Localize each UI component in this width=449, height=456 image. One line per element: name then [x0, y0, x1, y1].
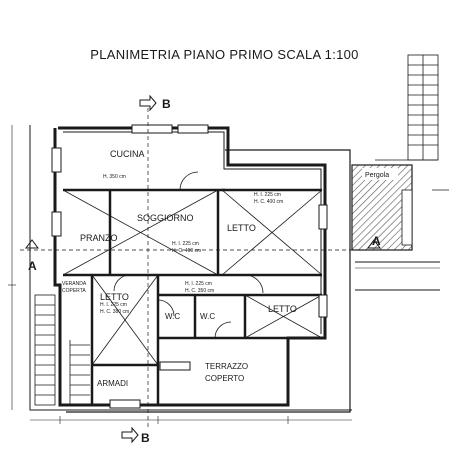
height-label-letto-2a: H. I. 225 cm [100, 302, 127, 308]
height-label-cucina: H. 350 cm [103, 174, 126, 180]
room-label-soggiorno: SOGGIORNO [137, 213, 194, 223]
section-lines [20, 108, 370, 430]
ceiling-cross-marks [62, 189, 323, 366]
plan-title: PLANIMETRIA PIANO PRIMO SCALA 1:100 [90, 47, 359, 62]
room-label-veranda-2: COPERTA [62, 288, 86, 294]
room-label-terrazzo-2: COPERTO [205, 374, 244, 383]
room-label-pranzo: PRANZO [80, 233, 118, 243]
room-label-armadi: ARMADI [97, 379, 128, 388]
height-label-letto-1a: H. I. 225 cm [254, 192, 281, 198]
section-mark-b-top: B [162, 97, 171, 111]
room-label-pergola: Pergola [365, 172, 389, 179]
height-label-soggiorno-2: H. C. 400 cm [172, 248, 201, 254]
room-label-letto-3: LETTO [268, 304, 297, 314]
room-label-terrazzo-1: TERRAZZO [205, 362, 248, 371]
room-label-wc-1: W.C [165, 312, 180, 321]
section-arrows [25, 94, 381, 444]
height-label-corridor-1: H. I. 225 cm [185, 281, 212, 287]
dimension-lines [8, 125, 352, 424]
room-label-veranda-1: VERANDA [62, 281, 87, 287]
room-label-letto-1: LETTO [227, 223, 256, 233]
height-label-letto-1b: H. C. 400 cm [254, 199, 283, 205]
height-label-letto-2b: H. C. 380 cm [100, 309, 129, 315]
height-label-corridor-2: H. C. 350 cm [185, 288, 214, 294]
section-mark-a-right: A [372, 234, 381, 248]
windows [51, 124, 328, 409]
door-swings [113, 171, 264, 339]
stairs-right [375, 54, 439, 161]
interior-walls [63, 188, 322, 405]
pergola-area [351, 164, 449, 291]
room-label-letto-2: LETTO [100, 292, 129, 302]
room-label-wc-2: W.C [200, 312, 215, 321]
room-label-cucina: CUCINA [110, 149, 145, 159]
stairs-left [34, 294, 90, 406]
section-mark-b-bottom: B [141, 431, 150, 445]
section-mark-a-left: A [28, 259, 37, 273]
height-label-soggiorno-1: H. I. 225 cm [172, 241, 199, 247]
exterior-walls [29, 125, 352, 413]
